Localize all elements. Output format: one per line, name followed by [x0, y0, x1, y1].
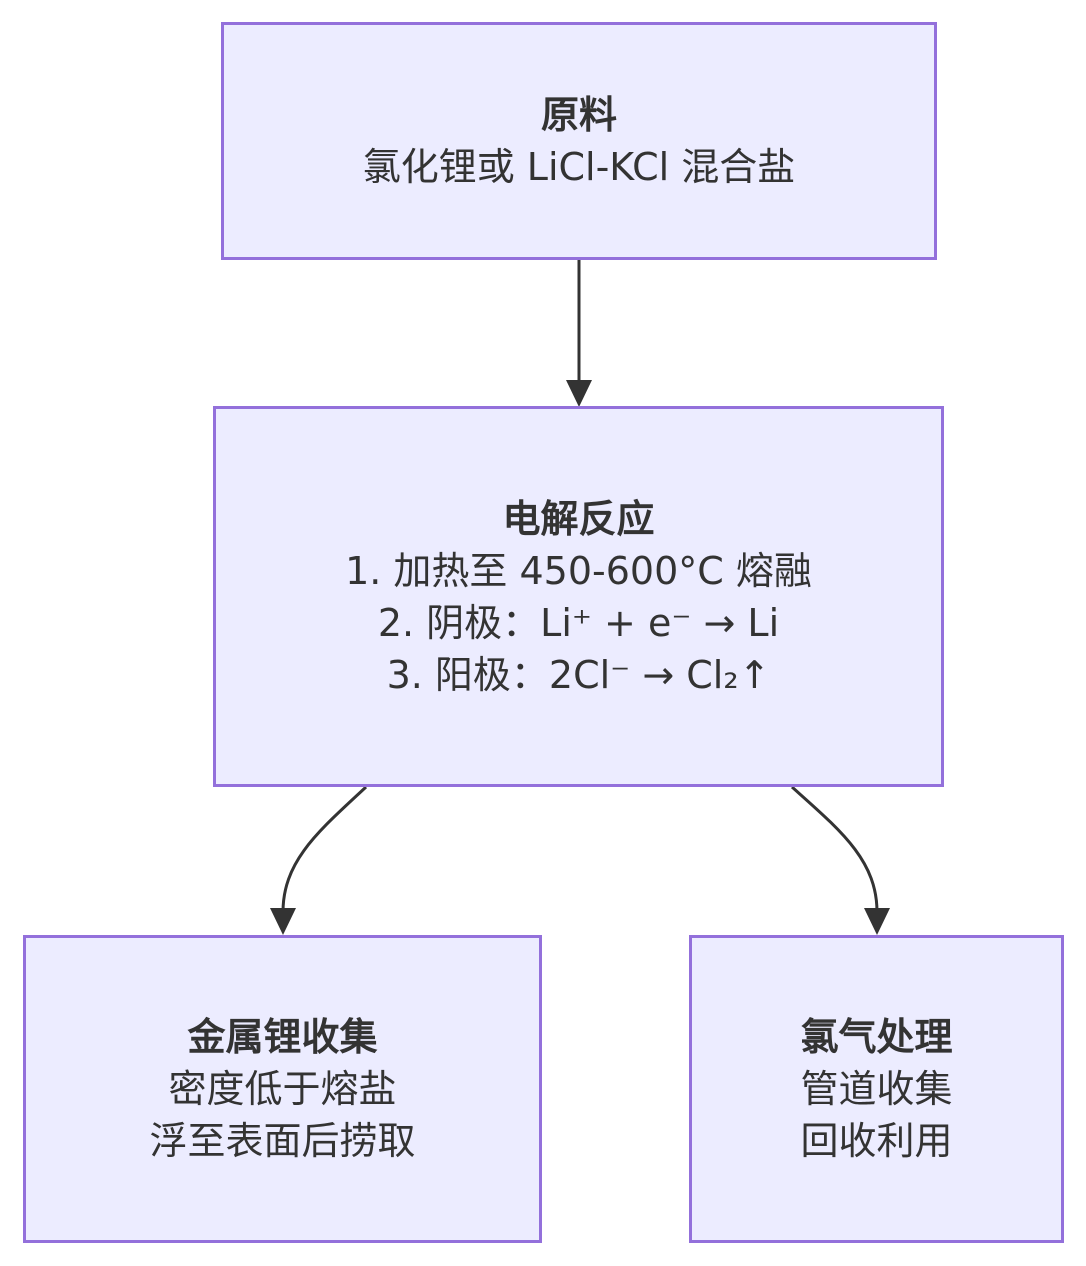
- node-chlorine-treatment: 氯气处理 管道收集 回收利用: [689, 935, 1064, 1243]
- node-text-line: 3. 阳极：2Cl⁻ → Cl₂↑: [386, 652, 771, 697]
- node-text-line: 回收利用: [800, 1119, 953, 1163]
- node-electrolysis: 电解反应 1. 加热至 450-600°C 熔融 2. 阴极：Li⁺ + e⁻ …: [213, 406, 944, 787]
- node-title: 氯气处理: [800, 1015, 953, 1059]
- node-title: 金属锂收集: [187, 1015, 378, 1059]
- edge-reaction-to-chlorine: [790, 785, 879, 913]
- node-lithium-collection: 金属锂收集 密度低于熔盐 浮至表面后捞取: [23, 935, 542, 1243]
- node-text-line: 1. 加热至 450-600°C 熔融: [345, 548, 812, 593]
- arrowhead-raw-to-reaction: [566, 380, 592, 407]
- node-title: 电解反应: [502, 496, 655, 541]
- node-text-line: 浮至表面后捞取: [149, 1119, 416, 1163]
- edge-reaction-to-lithium: [281, 785, 368, 913]
- node-title: 原料: [540, 93, 617, 137]
- node-text-line: 管道收集: [800, 1067, 953, 1111]
- node-text-line: 2. 阴极：Li⁺ + e⁻ → Li: [377, 600, 780, 645]
- node-text-line: 密度低于熔盐: [168, 1067, 397, 1111]
- node-raw-material: 原料 氯化锂或 LiCl-KCl 混合盐: [221, 22, 937, 260]
- arrowhead-reaction-to-lithium: [270, 908, 296, 935]
- arrowhead-reaction-to-chlorine: [864, 908, 890, 935]
- node-text-line: 氯化锂或 LiCl-KCl 混合盐: [362, 145, 796, 189]
